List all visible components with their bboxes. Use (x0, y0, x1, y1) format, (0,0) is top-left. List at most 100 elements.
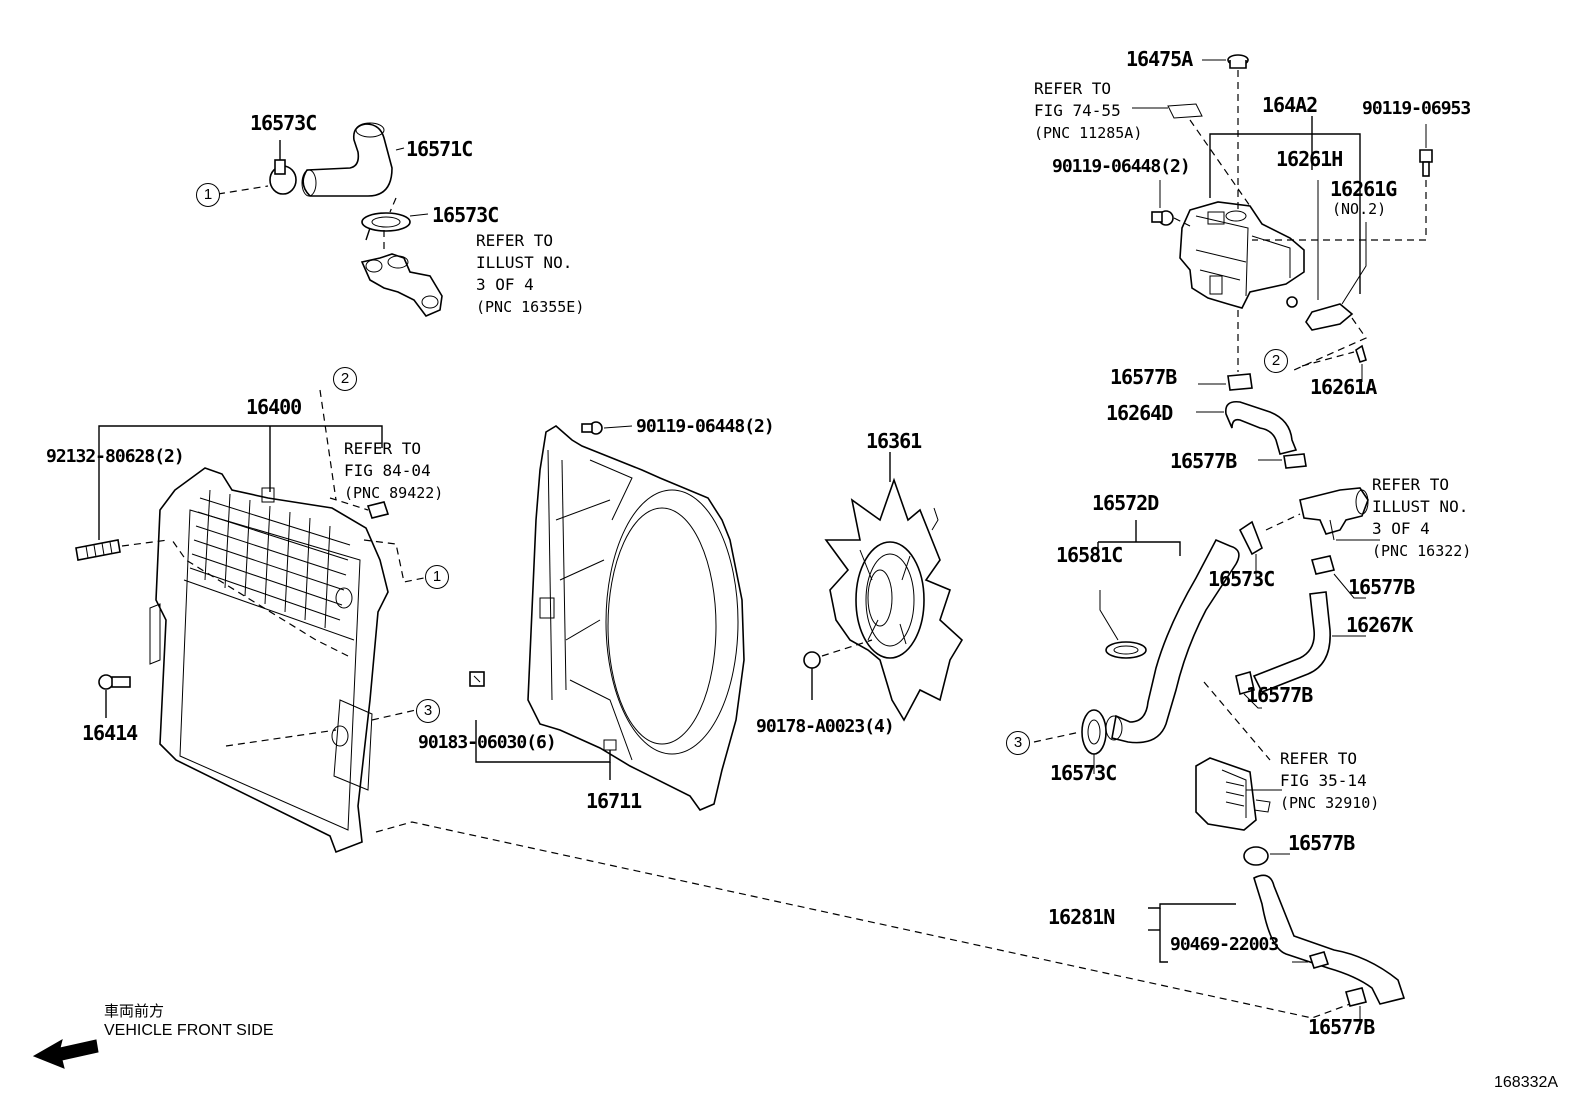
bolt-16414[interactable] (98, 674, 131, 690)
water-outlet (360, 253, 443, 317)
hose-16572d[interactable] (1111, 538, 1240, 744)
clamp-16573c-low[interactable] (1081, 709, 1107, 755)
label-16581c: 16581C (1056, 543, 1123, 567)
ref-fig-35-14-line2: FIG 35-14 (1280, 771, 1367, 790)
ref-illust-16355e-line2: ILLUST NO. (476, 253, 573, 272)
ref-illust-16322: REFER TO ILLUST NO. 3 OF 4 (PNC 16322) (1372, 474, 1471, 562)
clamp-16577b-5[interactable] (1243, 846, 1269, 866)
circle-marker-2-tank: 2 (1264, 349, 1288, 373)
label-16577b-4: 16577B (1246, 683, 1313, 707)
radiator-hardware (75, 389, 425, 747)
bolt-90119-tank[interactable] (1151, 210, 1174, 226)
stud-92132[interactable] (75, 539, 121, 561)
hose-16261h[interactable] (1286, 296, 1354, 331)
ref-fig-74-55-line1: REFER TO (1034, 79, 1112, 98)
label-16571c: 16571C (406, 137, 473, 161)
ref-illust-16322-line4: (PNC 16322) (1372, 542, 1472, 560)
ref-illust-16355e-line1: REFER TO (476, 231, 554, 250)
label-92132-80628: 92132-80628(2) (46, 446, 185, 467)
front-label-jp: 車両前方 (104, 1002, 165, 1020)
label-16261a: 16261A (1310, 375, 1377, 399)
clamp-90469[interactable] (1308, 951, 1330, 969)
label-90469-22003: 90469-22003 (1170, 934, 1279, 955)
hose-16261a[interactable] (1355, 344, 1367, 364)
label-16572d: 16572D (1092, 491, 1159, 515)
ref-fig-74-55: REFER TO FIG 74-55 (PNC 11285A) (1034, 78, 1142, 144)
label-16361: 16361 (866, 429, 922, 453)
clamp-16577b-2[interactable] (1283, 453, 1307, 469)
drain-cock (366, 501, 390, 519)
label-16573c-right: 16573C (1208, 567, 1275, 591)
circle-marker-2-radiator: 2 (333, 367, 357, 391)
ref-illust-16322-line2: ILLUST NO. (1372, 497, 1469, 516)
front-label-en: VEHICLE FRONT SIDE (104, 1022, 274, 1039)
clamp-16577b-3[interactable] (1310, 555, 1336, 575)
label-16577b-1: 16577B (1110, 365, 1177, 389)
ref-fig-35-14-line3: (PNC 32910) (1280, 794, 1380, 812)
label-16261h: 16261H (1276, 147, 1343, 171)
hose-16267k[interactable] (1252, 591, 1331, 694)
ref-fig-74-55-line3: (PNC 11285A) (1034, 124, 1143, 142)
label-164a2: 164A2 (1262, 93, 1318, 117)
left-arrow-icon (32, 1038, 99, 1069)
hose-16571c[interactable] (302, 123, 393, 197)
label-16577b-5: 16577B (1288, 831, 1355, 855)
label-16573c-top: 16573C (250, 111, 317, 135)
label-16281n: 16281N (1048, 905, 1115, 929)
clamp-16577b-1[interactable] (1227, 373, 1253, 391)
label-16400: 16400 (246, 395, 302, 419)
ref-illust-16322-line3: 3 OF 4 (1372, 519, 1430, 538)
label-16261g: 16261G (1330, 177, 1397, 201)
ref-fig-84-04-line1: REFER TO (344, 439, 422, 458)
nut-90178[interactable] (803, 651, 821, 700)
shroud-hardware (469, 421, 633, 780)
label-16573c-low: 16573C (1050, 761, 1117, 785)
fan-shroud-16711[interactable] (527, 425, 745, 811)
label-16577b-2: 16577B (1170, 449, 1237, 473)
label-16711: 16711 (586, 789, 642, 813)
bolt-90119-fan[interactable] (581, 421, 603, 435)
label-90178-a0023: 90178-A0023(4) (756, 716, 895, 737)
label-16577b-6: 16577B (1308, 1015, 1375, 1039)
ref-fig-35-14-line1: REFER TO (1280, 749, 1358, 768)
cooling-fan-16361[interactable] (824, 452, 964, 722)
hose-16281n[interactable] (1253, 874, 1406, 1005)
clamp-16573c-mid[interactable] (361, 212, 411, 241)
label-16475a: 16475A (1126, 47, 1193, 71)
clamp-16573c-right[interactable] (1238, 520, 1263, 556)
clip-90183[interactable] (469, 671, 485, 687)
circle-marker-1-top: 1 (196, 183, 220, 207)
ref-illust-16355e-line4: (PNC 16355E) (476, 298, 585, 316)
ref-illust-16322-line1: REFER TO (1372, 475, 1450, 494)
label-90119-06448-tank: 90119-06448(2) (1052, 156, 1191, 177)
tank-cap-16475a[interactable] (1227, 54, 1249, 69)
hose-16264d[interactable] (1224, 400, 1298, 455)
oil-cooler-32910 (1195, 757, 1271, 831)
circle-marker-3-hose: 3 (1006, 731, 1030, 755)
radiator-core-grid (189, 489, 351, 629)
ref-fig-84-04: REFER TO FIG 84-04 (PNC 89422) (344, 438, 443, 504)
hose-16571c-group (217, 122, 443, 317)
reserve-tank-164a2[interactable] (1179, 201, 1305, 309)
radiator-16400[interactable] (149, 467, 389, 854)
ref-fig-74-55-line2: FIG 74-55 (1034, 101, 1121, 120)
label-90119-06448-fan: 90119-06448(2) (636, 416, 775, 437)
circle-marker-3-radiator: 3 (416, 699, 440, 723)
label-16261g-no2: (NO.2) (1332, 200, 1387, 218)
bolt-90119-06953[interactable] (1419, 149, 1433, 177)
clamp-16577b-4[interactable] (1235, 670, 1255, 696)
ref-illust-16355e-line3: 3 OF 4 (476, 275, 534, 294)
clamp-16577b-6[interactable] (1345, 987, 1367, 1007)
clamp-16581c[interactable] (1105, 641, 1147, 659)
label-16577b-3: 16577B (1348, 575, 1415, 599)
ref-illust-16355e: REFER TO ILLUST NO. 3 OF 4 (PNC 16355E) (476, 230, 584, 318)
label-16414: 16414 (82, 721, 138, 745)
label-16267k: 16267K (1346, 613, 1413, 637)
label-16264d: 16264D (1106, 401, 1173, 425)
circle-marker-1-radiator: 1 (425, 565, 449, 589)
clamp-16573c-top[interactable] (269, 140, 297, 195)
label-90119-06953: 90119-06953 (1362, 98, 1471, 119)
ref-fig-84-04-line2: FIG 84-04 (344, 461, 431, 480)
water-inlet-16322 (1299, 487, 1369, 541)
